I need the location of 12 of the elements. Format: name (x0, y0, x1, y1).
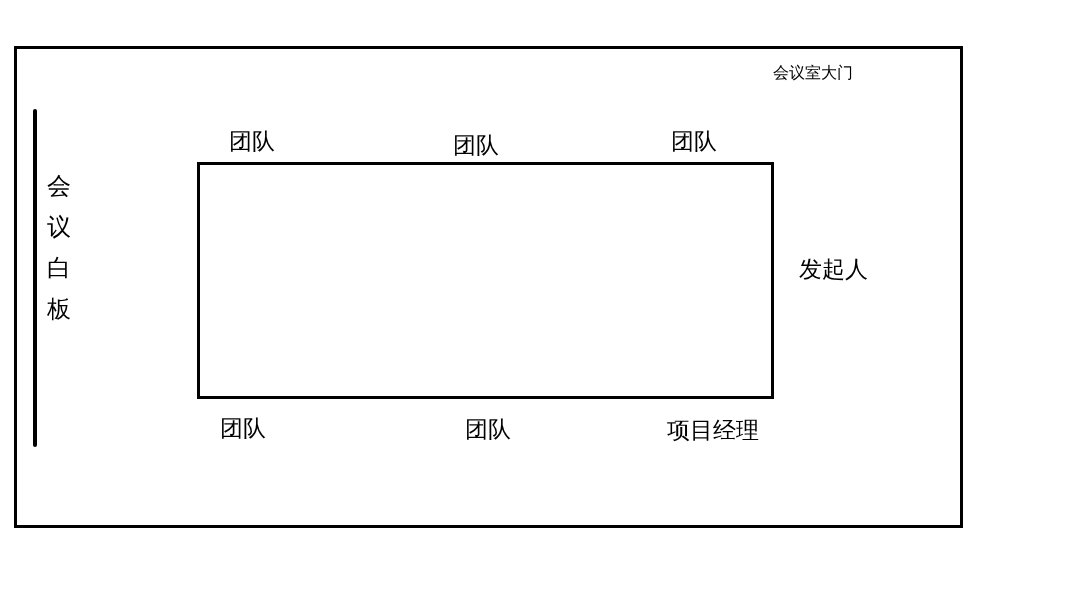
whiteboard-bar (33, 109, 37, 447)
room-outline (14, 46, 963, 528)
seat-label: 团队 (229, 127, 275, 155)
seat-label: 项目经理 (667, 416, 759, 444)
seat-label: 团队 (453, 131, 499, 159)
seat-label: 团队 (465, 415, 511, 443)
seat-label: 团队 (220, 414, 266, 442)
meeting-table (197, 162, 774, 399)
seat-label: 团队 (671, 127, 717, 155)
seat-label: 发起人 (799, 255, 868, 283)
whiteboard-label: 会议白板 (47, 171, 72, 325)
door-label: 会议室大门 (773, 63, 853, 83)
